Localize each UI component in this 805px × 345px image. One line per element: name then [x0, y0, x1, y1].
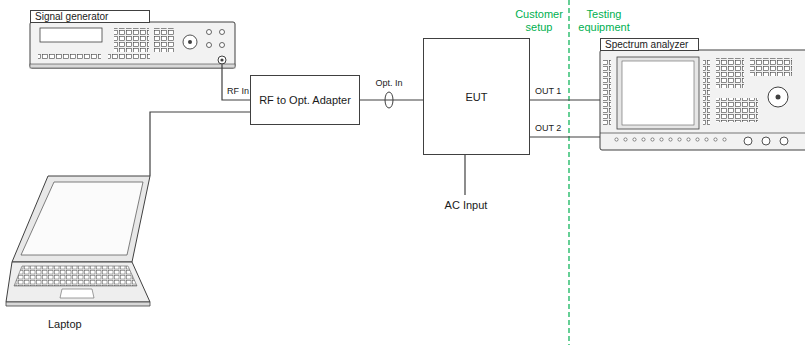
node-title: Signal generator	[30, 10, 150, 23]
port-label: RF In	[226, 86, 250, 97]
spectrum-analyzer-drawing-part	[762, 137, 770, 145]
node-title: Laptop	[48, 318, 82, 330]
adapter-box: RF to Opt. Adapter	[250, 75, 360, 125]
signal-generator-drawing-part	[40, 28, 102, 42]
laptop-drawing-part	[6, 262, 150, 302]
signal-generator-drawing-part	[154, 28, 175, 52]
boundary-line-part	[568, 0, 569, 345]
spectrum-analyzer-drawing-part	[612, 136, 729, 146]
spectrum-analyzer-drawing-part	[703, 60, 710, 126]
laptop-drawing-part	[12, 176, 150, 262]
node-title: RF to Opt. Adapter	[259, 94, 351, 106]
spectrum-analyzer-drawing-part	[600, 50, 805, 150]
laptop-drawing	[6, 176, 150, 306]
signal-generator-drawing-part	[220, 58, 223, 61]
spectrum-analyzer-drawing-part	[716, 58, 744, 88]
laptop-drawing-part	[21, 182, 143, 255]
ac-input-wire	[465, 155, 466, 195]
spectrum-analyzer-drawing-part	[603, 60, 611, 126]
spectrum-analyzer-drawing-part	[600, 133, 805, 134]
cable-connector	[530, 99, 600, 100]
signal-generator-drawing	[30, 22, 235, 68]
spectrum-analyzer-drawing-part	[744, 137, 752, 145]
signal-generator-drawing-part	[38, 54, 101, 60]
signal-generator-drawing-part	[183, 35, 197, 49]
signal-generator-drawing-part	[207, 43, 212, 48]
port-label: OUT 2	[534, 123, 562, 134]
spectrum-analyzer-drawing	[600, 50, 805, 150]
laptop: Laptop	[5, 172, 155, 332]
region-label: Customer setup	[512, 8, 566, 34]
port-label: OUT 1	[534, 86, 562, 97]
signal-generator-drawing-part	[188, 40, 192, 44]
cable-connector	[150, 112, 250, 176]
laptop-drawing-part	[6, 302, 150, 306]
signal-generator-drawing-part	[220, 30, 225, 35]
signal-generator: Signal generator	[30, 10, 236, 68]
spectrum-analyzer-drawing-part	[750, 58, 792, 76]
spectrum-analyzer-drawing-part	[776, 95, 781, 100]
signal-generator-drawing-part	[114, 28, 149, 52]
port-label: Opt. In	[374, 78, 403, 89]
signal-generator-drawing-part	[30, 64, 235, 68]
ac-input-wire-part	[464, 155, 465, 195]
cable-connector	[360, 99, 423, 100]
node-title: Spectrum analyzer	[600, 38, 699, 51]
spectrum-analyzer-drawing-part	[716, 98, 758, 122]
spectrum-analyzer-drawing-part	[780, 137, 788, 145]
spectrum-analyzer-drawing-part	[617, 57, 699, 129]
power-label: AC Input	[436, 199, 496, 212]
eut-box: EUT	[423, 38, 530, 155]
node-title: EUT	[466, 91, 488, 103]
laptop-drawing-part	[60, 289, 94, 298]
laptop-drawing-part	[14, 266, 137, 286]
spectrum-analyzer-drawing-part	[622, 61, 694, 125]
spectrum-analyzer-drawing-part	[768, 87, 788, 107]
spectrum-analyzer: Spectrum analyzer	[600, 38, 802, 150]
signal-generator-drawing-part	[220, 43, 225, 48]
signal-generator-drawing-part	[30, 22, 235, 68]
region-label: Testing equipment	[574, 8, 634, 34]
signal-generator-drawing-part	[108, 54, 150, 60]
signal-generator-drawing-part	[218, 56, 226, 64]
cable-connector	[530, 136, 600, 137]
signal-generator-drawing-part	[207, 30, 212, 35]
cable-connector	[222, 64, 250, 100]
boundary-line	[569, 0, 570, 345]
